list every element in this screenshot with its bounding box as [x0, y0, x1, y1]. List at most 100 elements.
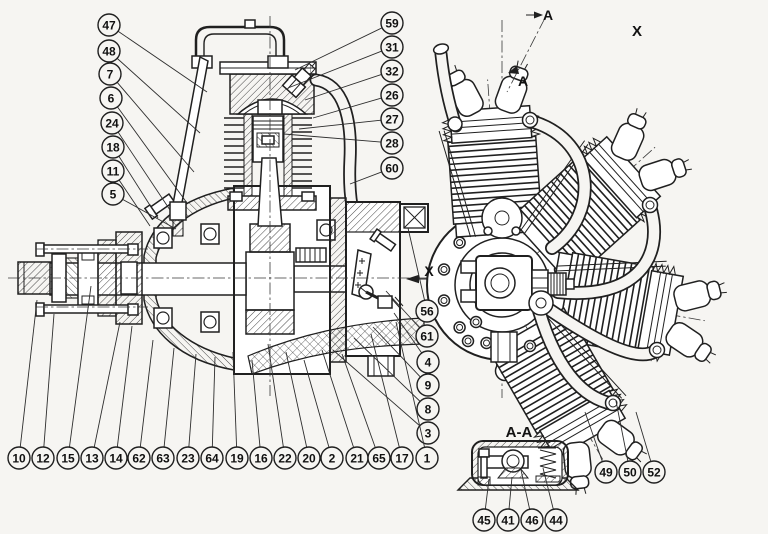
spraybar [377, 295, 404, 309]
callout-number: 62 [132, 451, 146, 465]
callout-balloon [127, 446, 151, 470]
leader-line [294, 27, 383, 71]
leader-line [287, 50, 382, 89]
leader-line [117, 30, 208, 93]
leader-line [211, 356, 216, 448]
callout-46: 46 [520, 469, 544, 532]
callout-48: 48 [97, 39, 201, 134]
carb-lever [351, 249, 383, 302]
callout-23: 23 [176, 353, 200, 470]
callout-45: 45 [472, 478, 496, 532]
leader-line [232, 351, 238, 448]
callout-41: 41 [496, 476, 520, 532]
callout-number: 6 [108, 91, 115, 105]
callout-number: 2 [329, 451, 336, 465]
callout-balloon [101, 182, 125, 206]
callout-number: 7 [107, 67, 114, 81]
callout-27: 27 [298, 107, 404, 131]
callout-balloon [56, 446, 80, 470]
callout-balloon [225, 446, 249, 470]
callout-number: 16 [254, 451, 268, 465]
callout-62: 62 [127, 339, 154, 470]
callout-balloon [249, 446, 273, 470]
callout-balloon [380, 35, 404, 59]
callout-number: 56 [420, 304, 434, 318]
leader-line [69, 285, 92, 448]
leader-line [395, 321, 425, 448]
callout-balloon [415, 446, 439, 470]
callout-28: 28 [283, 131, 404, 155]
callout-5: 5 [101, 182, 177, 230]
callout-balloon [380, 83, 404, 107]
callout-balloon [7, 446, 31, 470]
callout-12: 12 [31, 313, 55, 470]
callout-number: 12 [36, 451, 50, 465]
leader-line [520, 469, 531, 510]
callout-number: 50 [623, 465, 637, 479]
callout-balloon [472, 508, 496, 532]
section-label-a-top: A [543, 7, 553, 23]
callout-63: 63 [151, 347, 175, 470]
callout-balloon [380, 107, 404, 131]
callout-number: 64 [205, 451, 219, 465]
tappet [172, 219, 184, 237]
callout-number: 61 [420, 329, 434, 343]
leader-line [321, 349, 355, 448]
callout-balloon [390, 446, 414, 470]
callout-1: 1 [395, 321, 439, 470]
callout-50: 50 [615, 400, 642, 484]
callout-44: 44 [542, 467, 568, 532]
callout-13: 13 [80, 321, 121, 470]
callout-56: 56 [407, 227, 439, 323]
leader-line [332, 349, 421, 427]
front-view [426, 11, 735, 506]
callout-balloon [415, 299, 439, 323]
callout-balloon [97, 39, 121, 63]
callout-balloon [380, 156, 404, 180]
leader-line [349, 171, 382, 185]
callout-balloon [320, 446, 344, 470]
piston [252, 115, 284, 163]
bearing-x-symbol [403, 206, 426, 229]
bottom-mount [461, 315, 537, 363]
callout-number: 28 [385, 136, 399, 150]
callout-balloon [496, 508, 520, 532]
callout-balloon [200, 446, 224, 470]
callout-number: 49 [599, 465, 613, 479]
callout-balloon [104, 446, 128, 470]
callout-balloon [99, 86, 123, 110]
leader-line [285, 351, 308, 448]
callout-balloon [642, 460, 666, 484]
ball-bearing [200, 311, 220, 333]
callout-balloon [544, 508, 568, 532]
callout-balloon [151, 446, 175, 470]
leader-line [542, 467, 554, 510]
leader-line [283, 133, 382, 143]
callout-number: 52 [647, 465, 661, 479]
callout-59: 59 [294, 11, 404, 71]
leader-line [118, 156, 159, 219]
callout-31: 31 [287, 35, 404, 89]
callout-balloon [273, 446, 297, 470]
leader-line [372, 326, 421, 378]
ball-bearing [153, 227, 173, 249]
view-label-x-left: X [424, 263, 434, 279]
callout-number: 24 [105, 116, 119, 130]
leader-line [139, 339, 154, 448]
callout-balloon [97, 13, 121, 37]
callout-64: 64 [200, 356, 224, 470]
leader-line [407, 227, 425, 301]
leader-line [122, 198, 177, 230]
detail-spring [535, 447, 561, 483]
callout-balloon [367, 446, 391, 470]
callout-65: 65 [341, 353, 391, 470]
callout-number: 17 [395, 451, 409, 465]
callout-49: 49 [584, 411, 618, 484]
callout-balloon [297, 446, 321, 470]
callout-number: 32 [385, 64, 399, 78]
callout-balloon [380, 131, 404, 155]
callout-26: 26 [312, 83, 404, 119]
callout-balloon [98, 62, 122, 86]
callout-number: 44 [549, 513, 563, 527]
